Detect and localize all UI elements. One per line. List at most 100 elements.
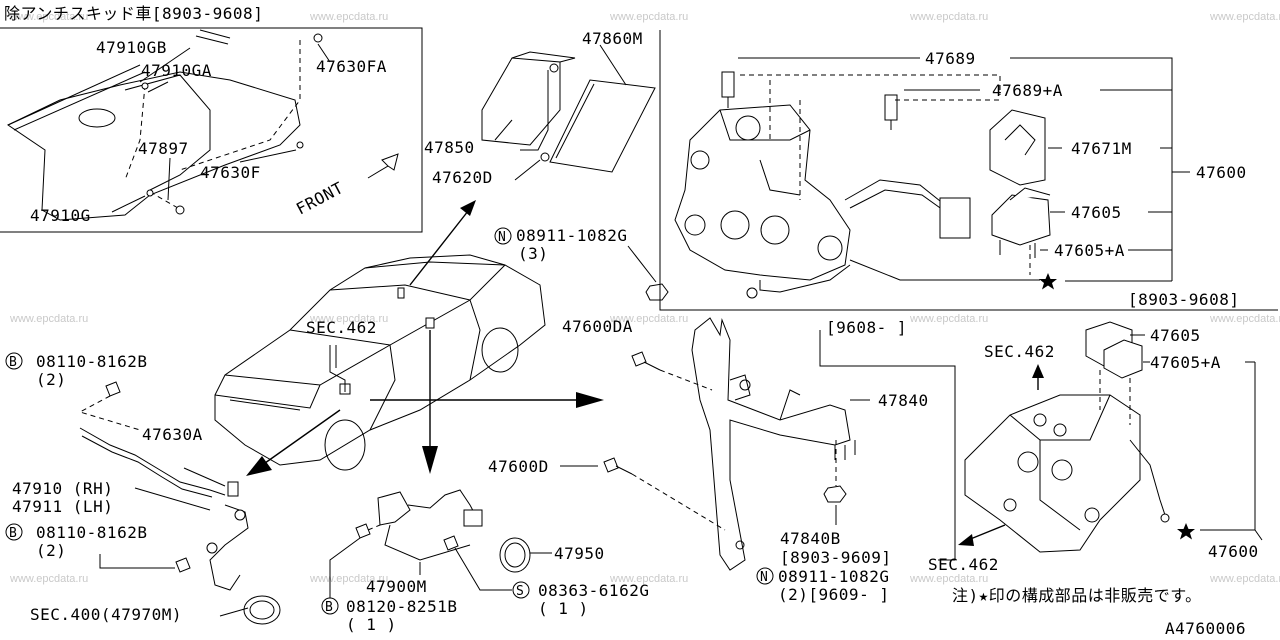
bolt-47600DA-icon <box>631 351 647 367</box>
bolt-47620D-icon <box>540 152 550 162</box>
front-arrow-icon <box>367 153 399 179</box>
hydraulic-unit-group: 47689 47689+A 47671M 47600 47605 47605+A… <box>659 30 1278 311</box>
svg-text:www.epcdata.ru: www.epcdata.ru <box>609 313 688 325</box>
label-date-9608: [9608- ] <box>826 318 907 337</box>
svg-text:www.epcdata.ru: www.epcdata.ru <box>609 11 688 23</box>
svg-text:www.epcdata.ru: www.epcdata.ru <box>609 573 688 585</box>
diagram-id: A4760006 <box>1165 619 1246 638</box>
bolt-b-circle-icon <box>5 523 23 541</box>
label-47600-9608: 47600 <box>1208 542 1259 561</box>
svg-text:B: B <box>9 355 17 370</box>
sensor-bracket <box>377 491 411 526</box>
actuator-9608-group: SEC.462 47605 47605+A 47600 SEC.462 <box>928 321 1263 574</box>
svg-text:B: B <box>325 600 333 615</box>
label-47605A-9608: 47605+A <box>1150 353 1221 372</box>
svg-text:www.epcdata.ru: www.epcdata.ru <box>1209 313 1280 325</box>
svg-text:www.epcdata.ru: www.epcdata.ru <box>9 11 88 23</box>
svg-text:N: N <box>498 230 506 245</box>
label-bolt-qty-2: (2) <box>36 541 66 560</box>
front-sensor-group: B 08110-8162B (2) 47630A 47910 (RH) 4791… <box>5 352 281 625</box>
car-front-wheel <box>324 419 366 471</box>
relay-47605A-9608 <box>1103 339 1143 379</box>
date-9608-bracket <box>819 330 956 561</box>
label-47840B: 47840B <box>780 529 841 548</box>
inset-wiper-line <box>7 64 141 126</box>
harness-clip <box>227 481 239 497</box>
sensor-rotor-47950 <box>499 537 531 573</box>
inset-label-47910GB: 47910GB <box>96 38 167 57</box>
label-47600D: 47600D <box>488 457 549 476</box>
inset-clip-icon <box>141 82 149 90</box>
arrow-head-icon <box>1032 364 1044 378</box>
actuator-47600-9608 <box>964 394 1141 553</box>
arrow-head-icon <box>246 456 272 476</box>
svg-text:www.epcdata.ru: www.epcdata.ru <box>1209 573 1280 585</box>
label-47600: 47600 <box>1196 163 1247 182</box>
svg-text:S: S <box>516 584 524 599</box>
label-47620D: 47620D <box>432 168 493 187</box>
arrow-head-icon <box>576 392 604 408</box>
ground-terminal-icon <box>1160 513 1170 523</box>
label-nut-qty-2: (2)[9609- ] <box>778 585 889 604</box>
control-unit-group: 47860M 47850 47620D <box>424 29 656 187</box>
inset-border <box>0 27 423 233</box>
label-47900M: 47900M <box>366 577 427 596</box>
label-47860M: 47860M <box>582 29 643 48</box>
label-bolt-qty: (2) <box>36 370 66 389</box>
arrow-head-icon <box>422 446 438 474</box>
label-sec462-unit: SEC.462 <box>984 342 1055 361</box>
svg-text:www.epcdata.ru: www.epcdata.ru <box>309 573 388 585</box>
inset-label-47630F: 47630F <box>200 163 261 182</box>
nut-n-circle-icon <box>494 227 512 245</box>
label-47671M: 47671M <box>1071 139 1132 158</box>
inset-bolt-icon <box>175 205 185 215</box>
nut-icon <box>645 283 669 301</box>
inset-grommet-icon <box>313 33 323 43</box>
svg-text:www.epcdata.ru: www.epcdata.ru <box>309 11 388 23</box>
label-screw-code: 08363-6162G <box>538 581 649 600</box>
inset-grommet-icon <box>296 141 304 149</box>
label-47911: 47911 (LH) <box>12 497 113 516</box>
label-47910: 47910 (RH) <box>12 479 113 498</box>
inset-clip-icon <box>146 189 154 197</box>
bolt-b-circle-icon <box>321 597 339 615</box>
svg-text:www.epcdata.ru: www.epcdata.ru <box>9 313 88 325</box>
bracket-group: 47600DA [9608- ] 47840 47600D 47840B [89… <box>488 317 956 604</box>
valve-47689A <box>884 94 898 121</box>
inset-body-outline <box>6 71 301 221</box>
label-47689A: 47689+A <box>992 81 1063 100</box>
nut-callout-top: N 08911-1082G (3) <box>494 226 669 301</box>
label-sec400: SEC.400(47970M) <box>30 605 182 624</box>
inset-title: 除アンチスキッド車[8903-9608] <box>4 4 263 23</box>
ground-terminal-icon <box>746 287 758 299</box>
svg-text:www.epcdata.ru: www.epcdata.ru <box>1209 11 1280 23</box>
nut-n-circle-icon <box>756 567 774 585</box>
sensor-connector <box>463 509 483 527</box>
inset-label-47910G: 47910G <box>30 206 91 225</box>
sensor-rotor-47970M <box>243 595 281 625</box>
label-47840: 47840 <box>878 391 929 410</box>
inset-label-47630FA: 47630FA <box>316 57 387 76</box>
screw-s-circle-icon <box>512 581 530 599</box>
front-label: FRONT <box>293 178 347 219</box>
bolt-icon <box>105 381 121 397</box>
arrow-head-icon <box>460 200 476 216</box>
label-bolt-code-2: 08110-8162B <box>36 523 147 542</box>
label-nut-code: 08911-1082G <box>516 226 627 245</box>
label-47689: 47689 <box>925 49 976 68</box>
bolt-icon <box>443 535 459 551</box>
hydraulic-box-border <box>659 30 1278 311</box>
svg-text:www.epcdata.ru: www.epcdata.ru <box>909 313 988 325</box>
harness-connector <box>939 197 971 239</box>
label-47630A: 47630A <box>142 425 203 444</box>
car-rear-wheel <box>481 327 519 373</box>
label-date-8903-9609: [8903-9609] <box>780 548 891 567</box>
svg-text:www.epcdata.ru: www.epcdata.ru <box>9 573 88 585</box>
inset-reservoir-cap <box>78 108 116 128</box>
svg-text:N: N <box>760 570 768 585</box>
label-bolt-code: 08110-8162B <box>36 352 147 371</box>
label-screw-qty: ( 1 ) <box>538 599 589 618</box>
star-mark-icon <box>1177 523 1195 540</box>
nut-47840B-icon <box>823 485 847 503</box>
